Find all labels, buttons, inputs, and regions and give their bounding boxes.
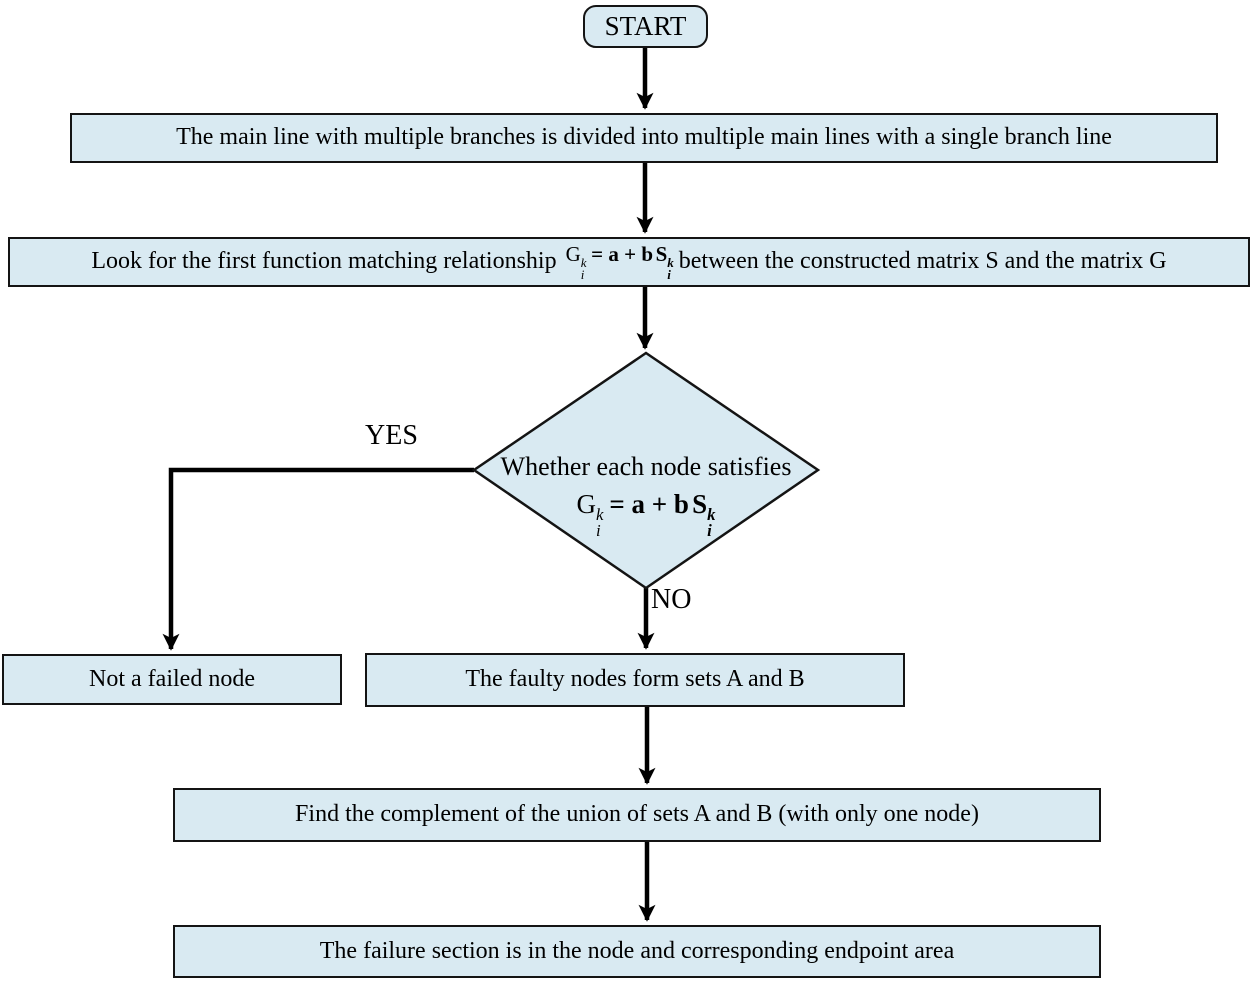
formula-superscript: k [580,254,587,270]
process-function-matching-before: Look for the first function matching rel… [91,248,557,275]
process-split-main-line: The main line with multiple branches is … [70,113,1218,163]
formula-rhs-base: S [692,489,708,519]
terminal-not-failed-label: Not a failed node [89,665,255,692]
formula-subscript: i [580,267,585,283]
process-complement-union-label: Find the complement of the union of sets… [295,801,979,828]
terminal-not-failed-node: Not a failed node [2,654,342,705]
start-node: START [583,5,708,48]
formula-mid: = a + b [609,489,689,519]
arrow-decision-yes-to-not-failed [162,467,474,651]
formula-superscript: k [707,505,716,525]
process-function-matching-after: between the constructed matrix S and the… [678,248,1167,275]
decision-question: Whether each node satisfies [500,452,792,481]
no-branch-label: NO [651,584,692,615]
formula-rhs-base: S [655,242,668,267]
formula-superscript: k [595,505,604,525]
formula-subscript: i [667,267,671,283]
formula-lhs-base: G [576,489,596,519]
process-faulty-sets-label: The faulty nodes form sets A and B [465,666,805,693]
formula-subscript: i [595,520,601,540]
terminal-failure-section-label: The failure section is in the node and c… [319,937,955,964]
process-complement-union: Find the complement of the union of sets… [173,788,1101,842]
formula-mid: = a + b [591,242,654,267]
formula-lhs-base: G [565,242,581,267]
terminal-failure-section: The failure section is in the node and c… [173,925,1101,978]
process-split-main-line-label: The main line with multiple branches is … [176,124,1112,151]
formula-subscript: i [707,520,712,540]
formula-superscript: k [667,254,674,270]
yes-branch-label: YES [365,420,418,451]
process-faulty-sets: The faulty nodes form sets A and B [365,653,905,707]
process-function-matching: Look for the first function matching rel… [8,237,1250,287]
start-label: START [604,10,687,41]
decision-diamond-shape [471,351,821,590]
